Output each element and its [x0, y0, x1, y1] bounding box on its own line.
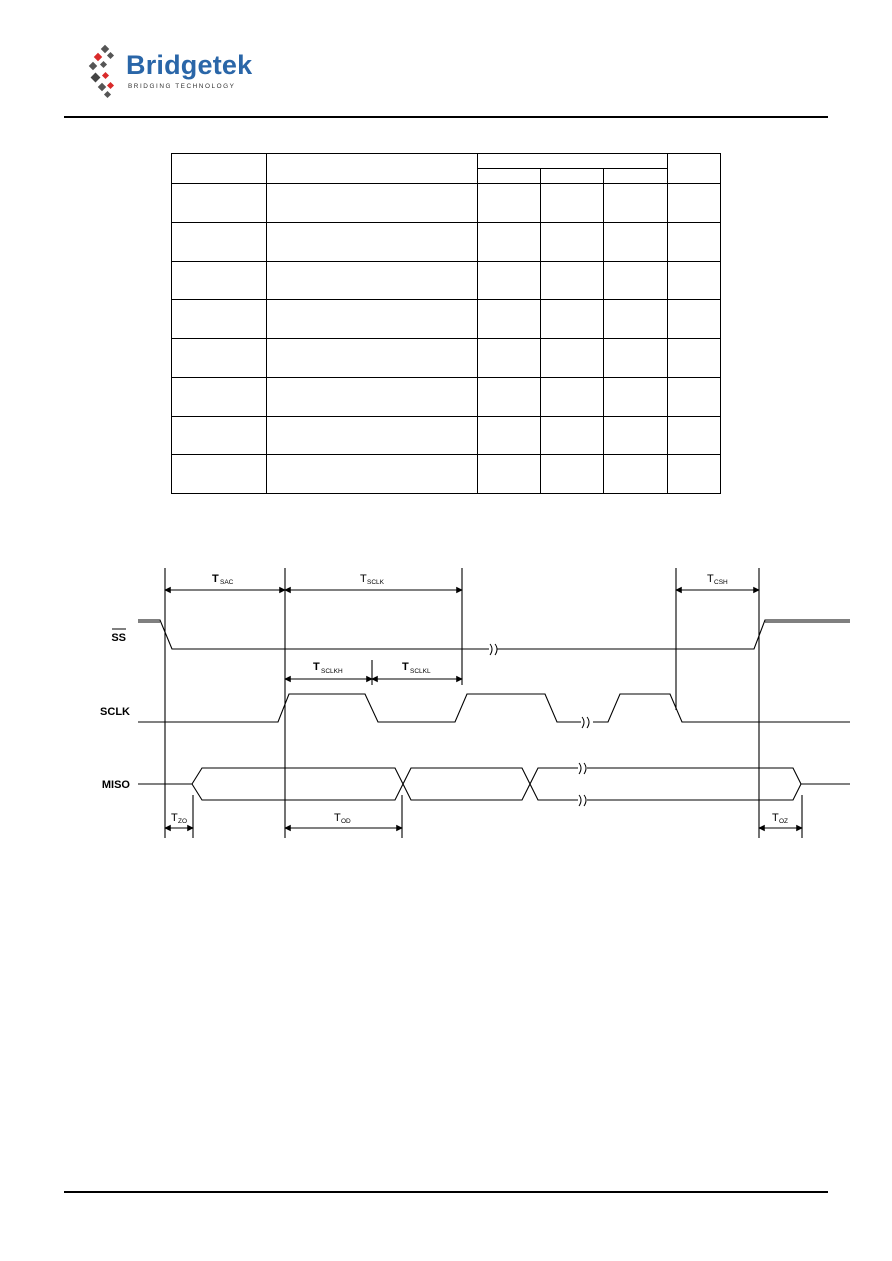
svg-text:T: T: [360, 573, 367, 585]
table-row: [171, 454, 722, 494]
svg-text:T: T: [334, 812, 341, 824]
brand-tagline: BRIDGING TECHNOLOGY: [128, 83, 236, 90]
param-label-tsclkl: T SCLKL: [402, 661, 431, 675]
param-label-tod: T OD: [334, 812, 351, 825]
signal-label-ss: SS: [111, 632, 126, 644]
svg-text:ZO: ZO: [178, 818, 187, 825]
header-cell-description: [266, 153, 478, 184]
svg-text:T: T: [707, 573, 714, 585]
svg-text:T: T: [212, 573, 219, 585]
bridgetek-logo-icon: [88, 44, 115, 99]
svg-text:T: T: [772, 812, 779, 824]
param-label-tsclkh: T SCLKH: [313, 661, 343, 675]
table-row: [171, 183, 722, 223]
svg-text:CSH: CSH: [714, 579, 728, 586]
table-row: [171, 338, 722, 378]
timing-spec-table: [171, 153, 722, 494]
table-row: [171, 376, 722, 417]
brand-name: Bridgetek: [126, 50, 253, 80]
subheader-cell-max: [602, 168, 669, 184]
svg-text:SAC: SAC: [220, 579, 234, 586]
header-cell-unit: [667, 153, 722, 184]
svg-text:T: T: [402, 661, 409, 673]
table-subheader-row: [172, 168, 721, 184]
svg-text:SCLKL: SCLKL: [410, 668, 431, 675]
table-header-row: [171, 153, 722, 184]
brand-logo: Bridgetek BRIDGING TECHNOLOGY: [88, 44, 258, 100]
svg-text:OD: OD: [341, 818, 351, 825]
table-row: [171, 260, 722, 301]
param-label-toz: T OZ: [772, 812, 788, 825]
table-row: [171, 299, 722, 339]
param-label-tzo: T ZO: [171, 812, 187, 825]
subheader-cell-min: [477, 168, 541, 184]
header-rule: [64, 116, 828, 118]
svg-text:T: T: [171, 812, 178, 824]
footer-rule: [64, 1191, 828, 1193]
ss-waveform: [138, 619, 850, 650]
svg-text:T: T: [313, 661, 320, 673]
signal-label-sclk: SCLK: [100, 706, 130, 718]
svg-text:SCLKH: SCLKH: [321, 668, 343, 675]
param-label-tcsh: T CSH: [707, 573, 728, 586]
signal-label-miso: MISO: [102, 779, 131, 791]
sclk-waveform: [138, 693, 582, 723]
param-label-tsclk: T SCLK: [360, 573, 385, 586]
subheader-cell-typ: [540, 168, 604, 184]
header-cell-parameter: [171, 153, 267, 184]
table-row: [171, 415, 722, 456]
timing-diagram-svg: SS SCLK MISO T SAC T SCLK T CSH T SCLKH …: [100, 568, 850, 838]
svg-text:SCLK: SCLK: [367, 579, 385, 586]
header-cell-value-group: [476, 153, 669, 169]
spi-timing-diagram: SS SCLK MISO T SAC T SCLK T CSH T SCLKH …: [70, 560, 860, 855]
table-row: [171, 221, 722, 262]
svg-text:OZ: OZ: [779, 818, 788, 825]
param-label-tsac: T SAC: [212, 573, 234, 586]
